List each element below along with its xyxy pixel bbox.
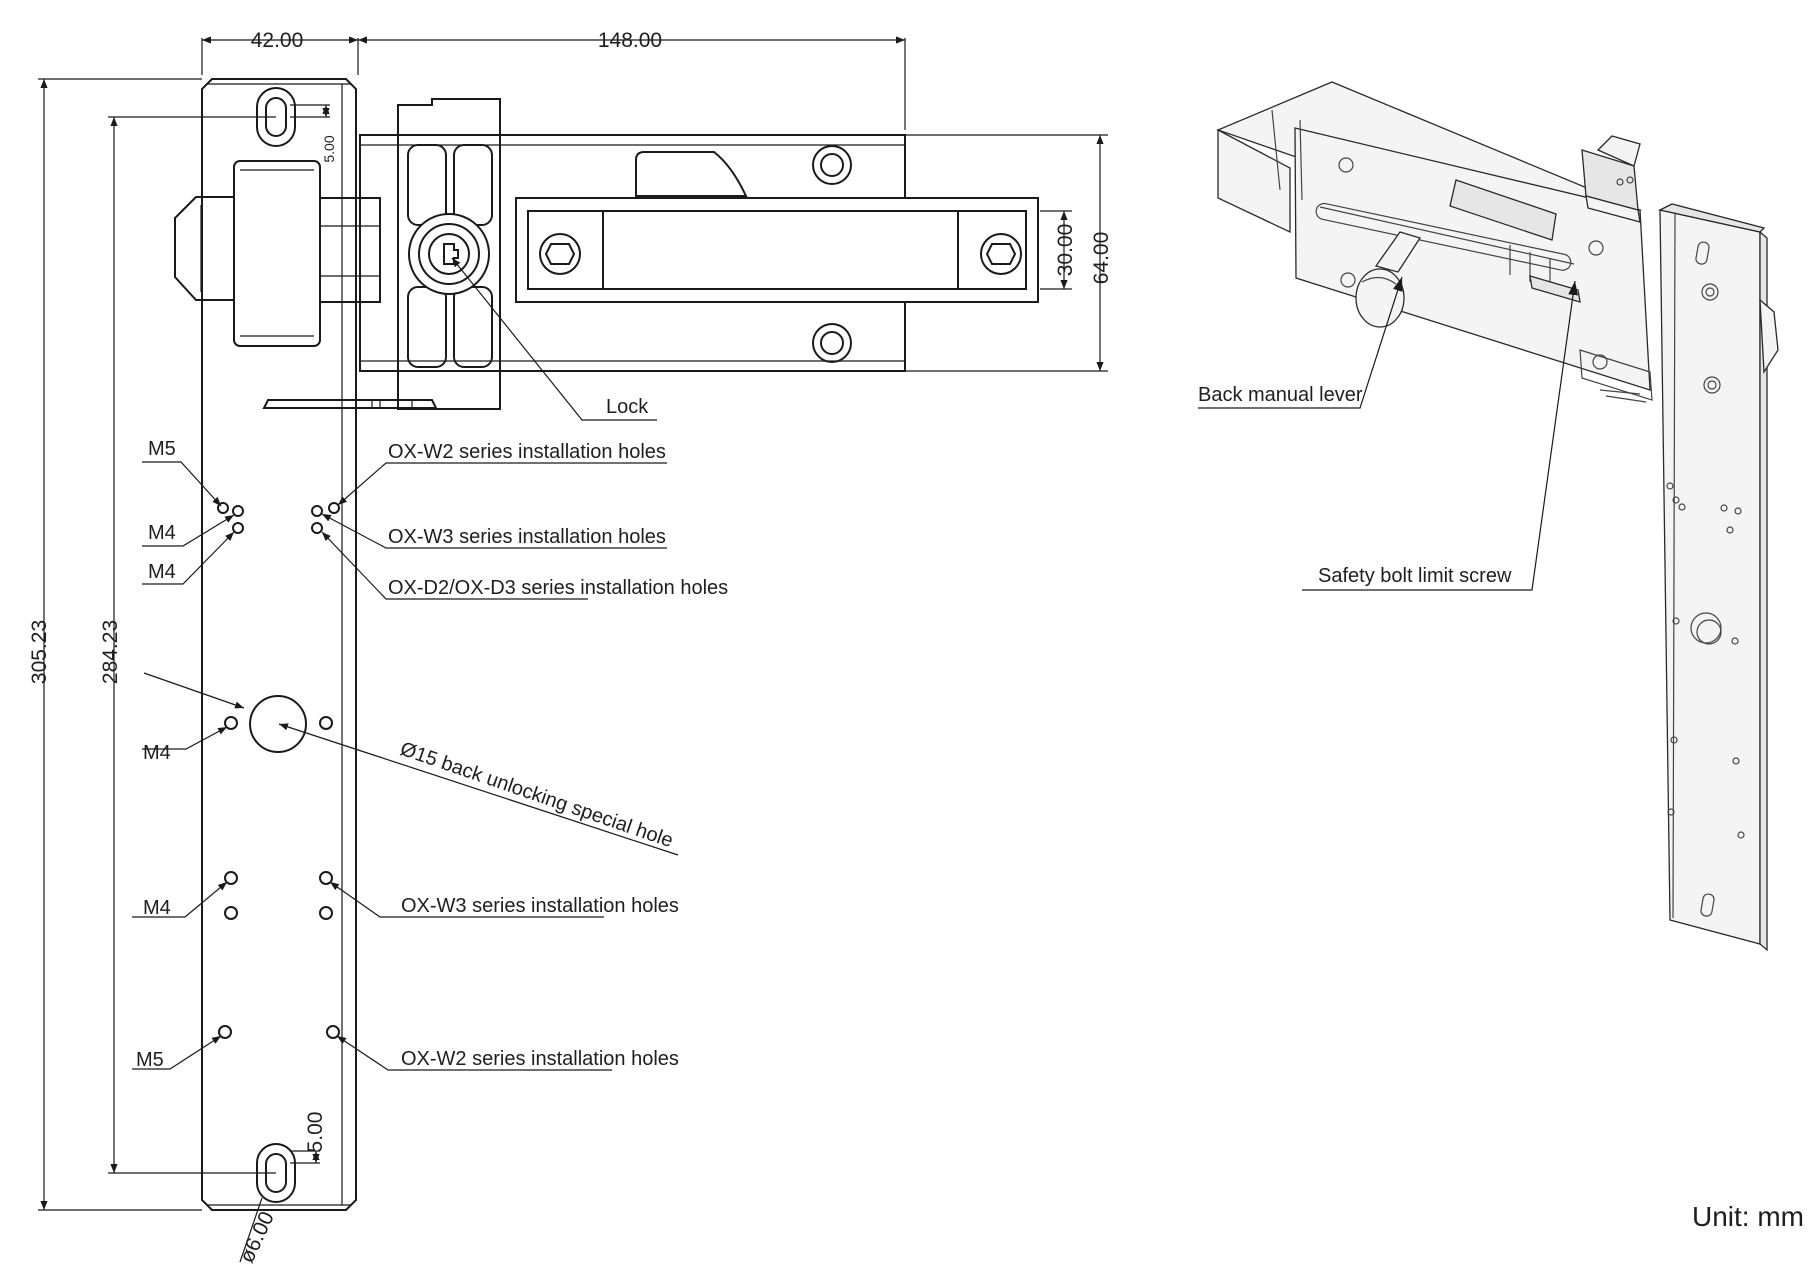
leader-lines	[132, 257, 679, 1071]
ox-w2-top-label: OX-W2 series installation holes	[388, 441, 666, 463]
slot-offset-top-dim: 5.00	[321, 135, 337, 162]
hole-span-dim: 284.23	[99, 620, 122, 684]
m5-bottom-label: M5	[136, 1049, 164, 1071]
bolt-length-dim: 148.00	[598, 29, 662, 52]
ox-d2-d3-label: OX-D2/OX-D3 series installation holes	[388, 577, 728, 599]
housing-height-dim: 64.00	[1090, 232, 1113, 285]
bottom-tab	[262, 399, 438, 409]
bracket-width-dim: 42.00	[251, 29, 304, 52]
dimension-lines	[38, 36, 1108, 1263]
lock-label: Lock	[606, 396, 649, 418]
isometric-view: Back manual lever Safety bolt limit scre…	[1198, 81, 1779, 952]
installation-holes	[217, 502, 340, 1039]
back-unlocking-hole	[249, 695, 307, 753]
slot-offset-bottom-dim: 5.00	[304, 1112, 327, 1153]
back-lever-leader	[1198, 276, 1403, 409]
iso-manual-lever	[1355, 231, 1422, 328]
front-view: 42.00 148.00 305.23 284.23 5.00 5.00 ø6.…	[28, 29, 1113, 1266]
lock-cylinder	[408, 213, 490, 295]
back-hole-label: Ø15 back unlocking special hole	[397, 738, 675, 852]
m5-top-label: M5	[148, 438, 176, 460]
iso-safety-screw	[1529, 275, 1581, 303]
m4-low-label: M4	[143, 897, 171, 919]
ox-w3-top-label: OX-W3 series installation holes	[388, 526, 666, 548]
iso-lock-body	[1216, 81, 1653, 403]
slot-diameter-dim: ø6.00	[235, 1208, 279, 1266]
bolt-height-dim: 30.00	[1054, 224, 1077, 277]
ox-w3-bottom-label: OX-W3 series installation holes	[401, 895, 679, 917]
m4-label-a: M4	[148, 522, 176, 544]
unit-label: Unit: mm	[1692, 1201, 1804, 1232]
m4-mid-label: M4	[143, 742, 171, 764]
m4-label-b: M4	[148, 561, 176, 583]
total-height-dim: 305.23	[28, 620, 51, 684]
safety-screw-leader	[1302, 280, 1578, 591]
bolt	[515, 197, 1039, 303]
safety-bolt-screw-label: Safety bolt limit screw	[1318, 565, 1512, 587]
back-manual-lever-label: Back manual lever	[1198, 384, 1363, 406]
manual-knob	[174, 160, 381, 347]
ox-w2-bottom-label: OX-W2 series installation holes	[401, 1048, 679, 1070]
iso-mounting-plate	[1658, 203, 1779, 952]
mounting-plate	[201, 78, 357, 1211]
